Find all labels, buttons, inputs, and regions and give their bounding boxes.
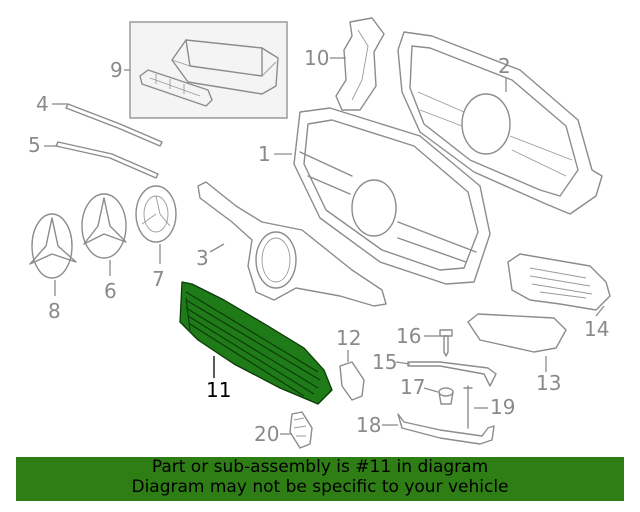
callout-9[interactable]: 9 bbox=[110, 58, 123, 82]
leader-17 bbox=[423, 387, 439, 393]
part-20-clip bbox=[289, 411, 313, 449]
part-1-grille-assembly bbox=[293, 107, 491, 285]
banner-line-2: Diagram may not be specific to your vehi… bbox=[131, 477, 509, 497]
part-6-star-emblem bbox=[81, 193, 127, 259]
callout-6[interactable]: 6 bbox=[104, 279, 117, 303]
part-9-inset bbox=[129, 21, 288, 119]
part-16-screw bbox=[439, 329, 453, 357]
banner-line-1: Part or sub-assembly is #11 in diagram bbox=[151, 457, 489, 477]
part-2-grille-frame bbox=[397, 31, 603, 215]
callout-14[interactable]: 14 bbox=[584, 317, 609, 341]
callout-7[interactable]: 7 bbox=[152, 267, 165, 291]
callout-15[interactable]: 15 bbox=[372, 350, 397, 374]
callout-16[interactable]: 16 bbox=[396, 324, 421, 348]
callout-2[interactable]: 2 bbox=[498, 54, 511, 78]
callout-1[interactable]: 1 bbox=[258, 142, 271, 166]
part-19-pin bbox=[463, 385, 473, 429]
callout-5[interactable]: 5 bbox=[28, 133, 41, 157]
callout-19[interactable]: 19 bbox=[490, 395, 515, 419]
part-10-bracket bbox=[335, 17, 385, 111]
callout-8[interactable]: 8 bbox=[48, 299, 61, 323]
callout-17[interactable]: 17 bbox=[400, 375, 425, 399]
callout-13[interactable]: 13 bbox=[536, 371, 561, 395]
part-15-trim-strip bbox=[407, 361, 497, 387]
callout-12[interactable]: 12 bbox=[336, 326, 361, 350]
part-13-mesh-insert bbox=[467, 313, 567, 353]
part-18-lower-trim bbox=[397, 413, 495, 445]
callout-10[interactable]: 10 bbox=[304, 46, 329, 70]
part-14-side-grille bbox=[507, 253, 611, 311]
callout-11[interactable]: 11 bbox=[206, 378, 231, 402]
part-4-trim-strip bbox=[65, 103, 163, 147]
leader-3 bbox=[209, 243, 225, 253]
callout-18[interactable]: 18 bbox=[356, 413, 381, 437]
part-11-lower-grille-highlighted[interactable] bbox=[179, 281, 333, 405]
part-8-emblem bbox=[29, 213, 77, 279]
part-3-surround bbox=[197, 181, 387, 307]
part-12-bracket bbox=[339, 361, 365, 401]
part-7-emblem-base bbox=[135, 185, 177, 243]
callout-3[interactable]: 3 bbox=[196, 246, 209, 270]
parts-diagram: 9 10 2 4 5 1 3 8 bbox=[28, 17, 611, 449]
leader-14 bbox=[595, 305, 605, 317]
callout-4[interactable]: 4 bbox=[36, 92, 49, 116]
part-17-nut bbox=[438, 387, 454, 405]
leader-15 bbox=[395, 361, 411, 365]
callout-20[interactable]: 20 bbox=[254, 422, 279, 446]
part-5-trim-strip bbox=[55, 141, 159, 179]
info-banner: Part or sub-assembly is #11 in diagram D… bbox=[16, 457, 624, 501]
